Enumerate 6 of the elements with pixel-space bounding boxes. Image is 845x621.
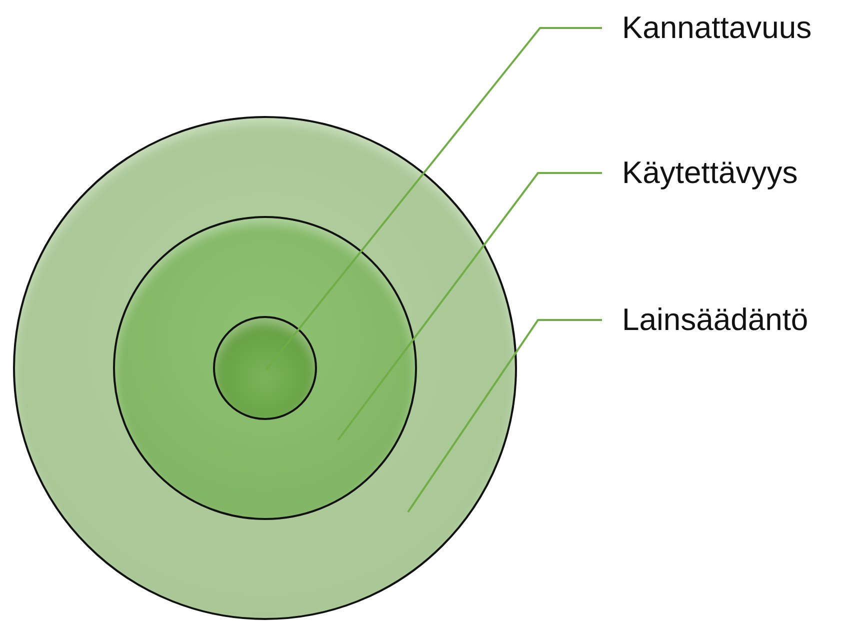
ring-label: Käytettävyys [622, 155, 798, 191]
leader-line [337, 172, 602, 441]
leader-line [265, 27, 602, 371]
ring-label: Kannattavuus [622, 10, 812, 46]
ring-label: Lainsäädäntö [622, 302, 808, 338]
leader-line [407, 319, 602, 513]
